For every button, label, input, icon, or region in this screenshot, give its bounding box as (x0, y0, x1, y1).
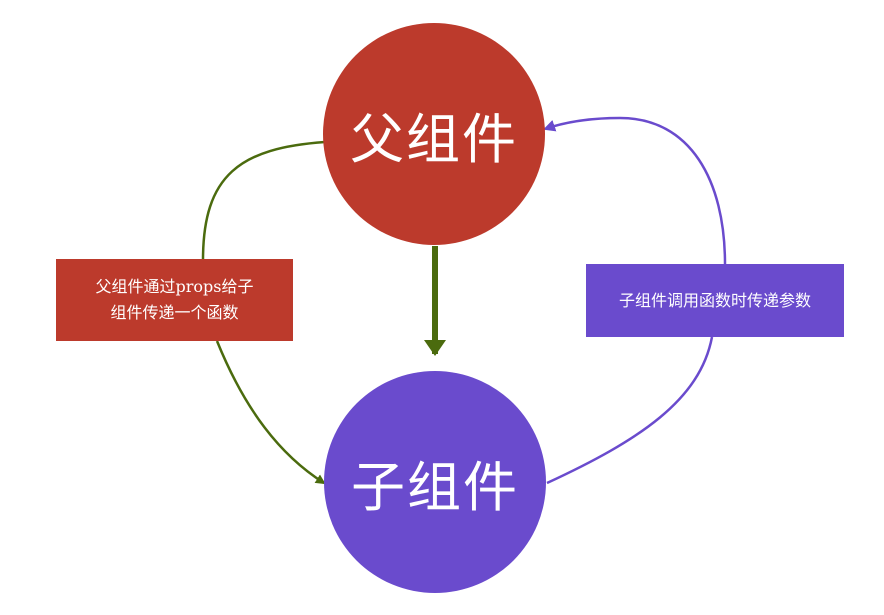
props-edge-label: 父组件通过props给子 组件传递一个函数 (95, 277, 254, 322)
callback-edge-line-lower (546, 336, 714, 485)
child-component-node: 子组件 (324, 371, 546, 593)
parent-component-node: 父组件 (323, 23, 545, 245)
parent-component-label: 父组件 (350, 107, 518, 171)
props-edge-line (201, 140, 326, 261)
callback-edge-line-upper (543, 116, 727, 265)
callback-edge-label: 子组件调用函数时传递参数 (618, 290, 811, 310)
child-component-label: 子组件 (351, 455, 519, 519)
props-edge-label-box: 父组件通过props给子 组件传递一个函数 (56, 259, 293, 341)
props-edge-line-lower (215, 340, 326, 485)
callback-edge-label-box: 子组件调用函数时传递参数 (586, 264, 844, 337)
